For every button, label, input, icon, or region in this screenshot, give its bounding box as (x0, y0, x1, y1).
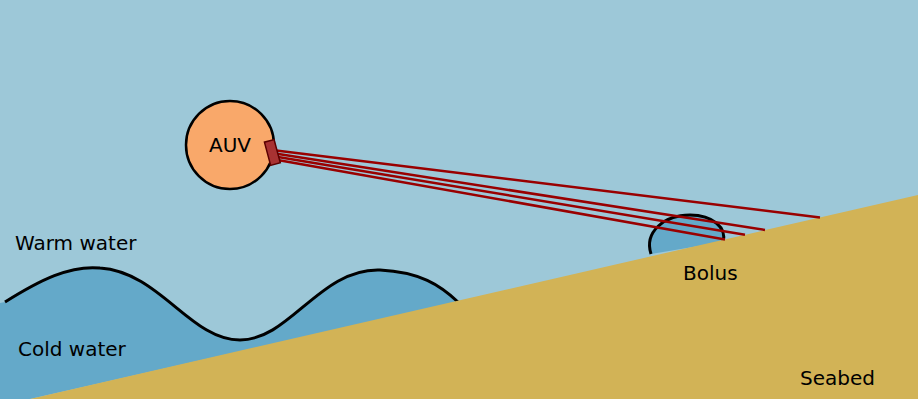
sonar-beam (272, 153, 765, 230)
auv-vehicle: AUV (184, 99, 276, 191)
region-label: Bolus (683, 263, 738, 283)
sonar-beam (272, 156, 745, 235)
sonar-beam (272, 159, 725, 239)
region-label: Cold water (18, 339, 126, 359)
seabed (30, 195, 918, 399)
sonar-sensor (264, 140, 280, 166)
auv-hull (186, 101, 274, 189)
region-label: Seabed (800, 368, 875, 388)
region-label: Warm water (15, 233, 136, 253)
vehicle-label: AUV (209, 135, 251, 155)
sonar-beams (272, 150, 820, 239)
